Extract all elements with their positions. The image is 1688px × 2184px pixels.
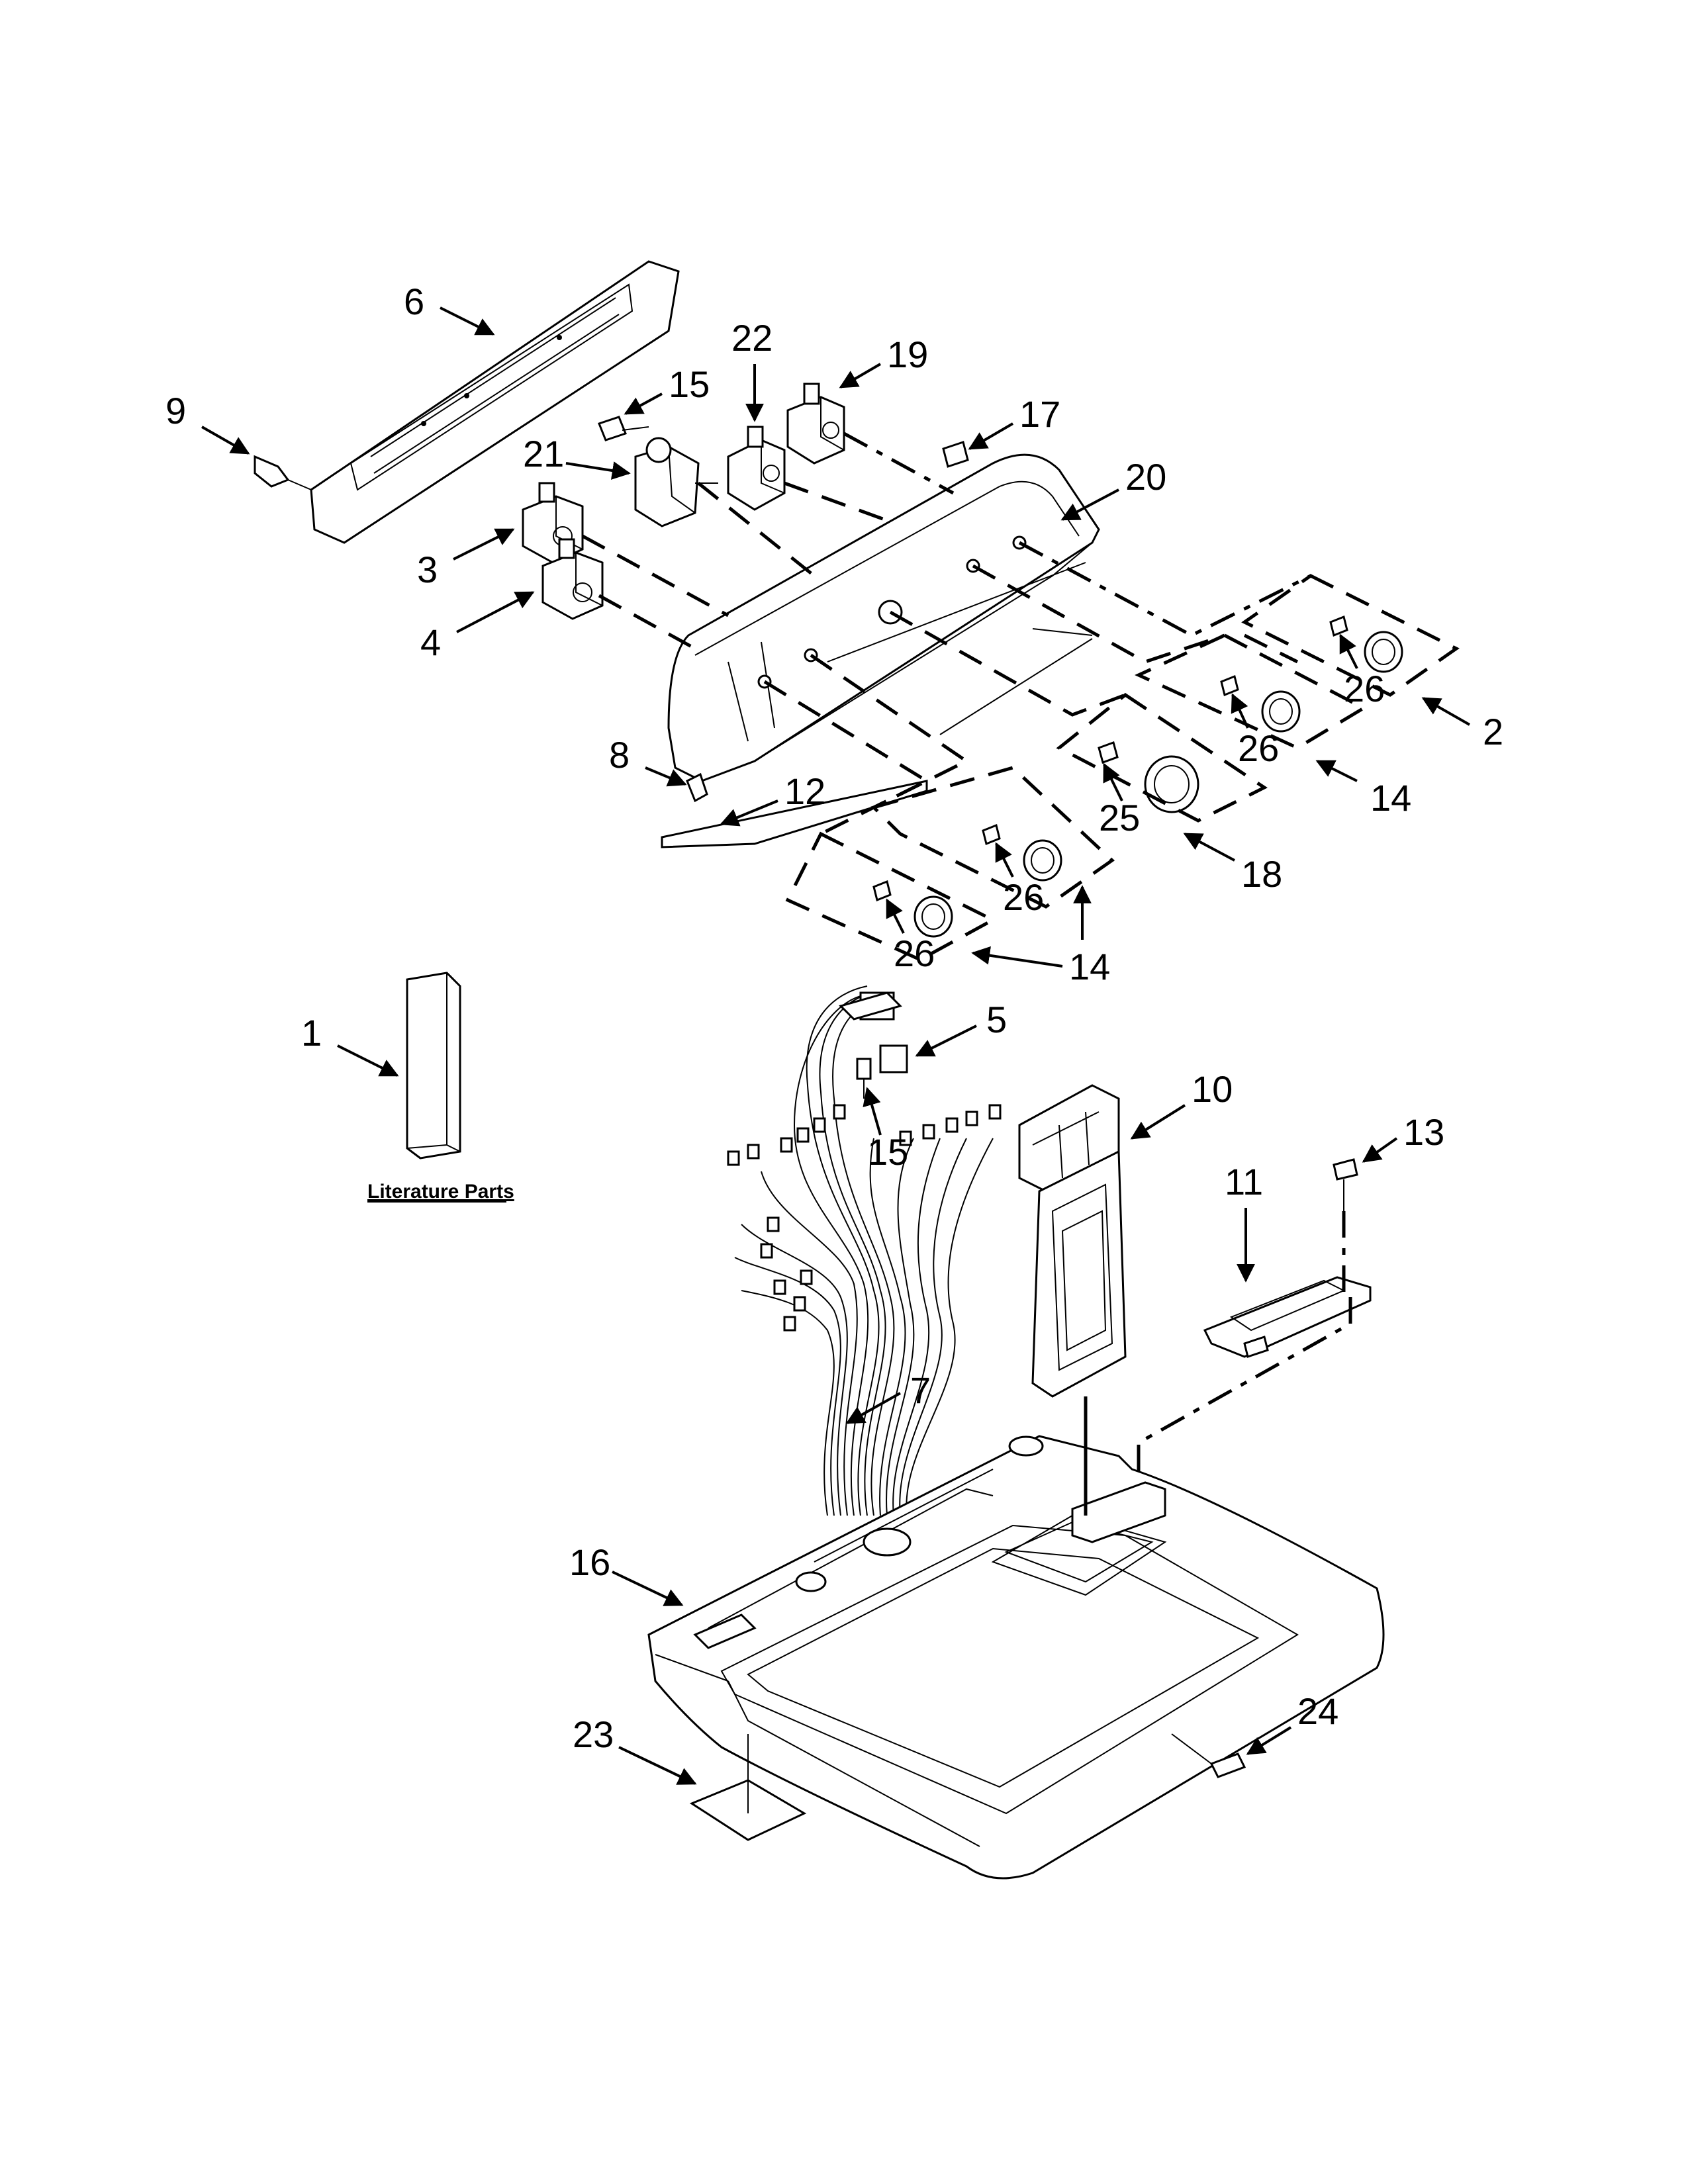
callout-25: 25 <box>1099 797 1140 839</box>
knob-26-d <box>872 880 953 938</box>
callout-12: 12 <box>784 770 825 812</box>
clip-8 <box>686 772 708 803</box>
callout-9: 9 <box>165 390 186 432</box>
callout-26-b: 26 <box>1238 727 1279 769</box>
callout-1: 1 <box>301 1012 322 1054</box>
callout-5: 5 <box>986 999 1007 1040</box>
console-housing-20 <box>667 453 1100 782</box>
clip-17 <box>942 441 969 468</box>
lint-filter-10 <box>1018 1084 1127 1398</box>
knob-26-b <box>1220 674 1301 733</box>
callout-14-bottom: 14 <box>1069 946 1110 987</box>
callout-6: 6 <box>404 281 424 322</box>
screw-15-upper <box>598 416 649 441</box>
connector-5 <box>879 1044 908 1073</box>
switch-22 <box>727 426 786 511</box>
callout-3: 3 <box>417 549 438 590</box>
callout-26-c: 26 <box>1003 876 1044 918</box>
callout-18: 18 <box>1241 853 1282 895</box>
callout-22: 22 <box>731 317 773 359</box>
knob-26-a <box>1329 615 1403 673</box>
callout-16: 16 <box>569 1541 610 1583</box>
badge-24 <box>1171 1733 1246 1778</box>
label-23 <box>689 1734 807 1841</box>
callout-8: 8 <box>609 734 630 776</box>
callout-11: 11 <box>1225 1161 1263 1203</box>
callout-2: 2 <box>1483 711 1503 752</box>
rear-console-panel <box>310 260 680 544</box>
screw-13 <box>1333 1158 1358 1211</box>
callout-7: 7 <box>910 1369 931 1411</box>
bracket-11 <box>1203 1276 1372 1358</box>
callout-26-d: 26 <box>894 933 935 974</box>
callout-17: 17 <box>1019 393 1060 435</box>
callout-14-right: 14 <box>1370 777 1411 819</box>
callout-20: 20 <box>1125 456 1166 498</box>
callout-15-upper: 15 <box>669 363 710 405</box>
literature-book <box>406 972 461 1160</box>
strip-12 <box>661 780 928 848</box>
callout-10: 10 <box>1192 1068 1233 1110</box>
knob-26-c <box>982 823 1062 882</box>
callout-26-a: 26 <box>1344 668 1385 709</box>
callout-23: 23 <box>573 1713 614 1755</box>
callout-21: 21 <box>523 433 564 475</box>
top-panel-16 <box>647 1435 1385 1880</box>
callout-13: 13 <box>1403 1111 1444 1153</box>
literature-parts-label: Literature Parts <box>367 1181 514 1203</box>
wire-harness-7 <box>727 985 1002 1516</box>
switch-19 <box>786 383 845 465</box>
callout-15-lower: 15 <box>867 1131 908 1173</box>
screw-15-lower <box>856 1058 872 1099</box>
timer-switch-21 <box>634 437 718 527</box>
callout-19: 19 <box>887 334 928 375</box>
callout-24: 24 <box>1297 1690 1338 1732</box>
callout-4: 4 <box>420 621 441 663</box>
switch-4 <box>541 538 604 620</box>
callouts: 1 2 3 4 5 6 7 8 9 10 11 12 13 <box>165 281 1503 1785</box>
screw-9 <box>254 455 312 490</box>
